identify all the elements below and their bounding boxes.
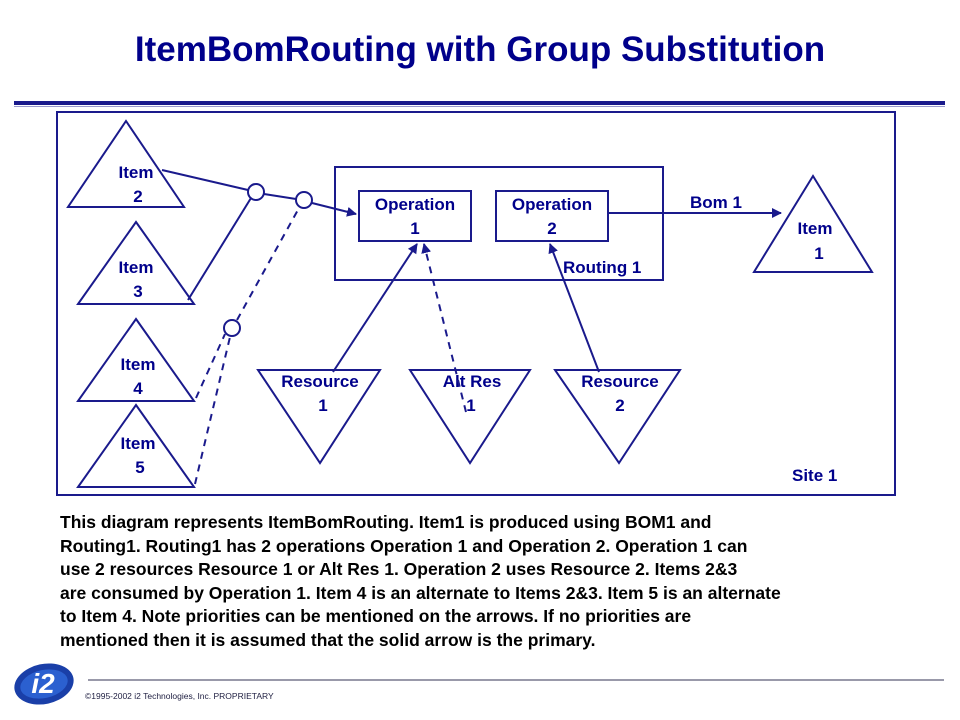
description-line: This diagram represents ItemBomRouting. … (60, 512, 712, 532)
routing-box (334, 166, 664, 281)
footer-divider (88, 679, 944, 681)
item-2-label: Item (119, 163, 154, 182)
alt-res-1-number: 1 (466, 396, 475, 415)
item-5-label: Item (121, 434, 156, 453)
site-boundary (56, 111, 896, 496)
resource-2-arrow (548, 243, 600, 373)
operation-2-label: Operation (512, 195, 592, 214)
resource-1-label: Resource (281, 372, 358, 391)
description-line: Routing1. Routing1 has 2 operations Oper… (60, 535, 748, 556)
consume-arrow-operation-1 (311, 202, 357, 217)
item-1-triangle: Item 1 (752, 174, 874, 273)
item-4-number: 4 (133, 379, 143, 398)
item-1-label: Item (798, 219, 833, 238)
substitution-node (295, 191, 313, 209)
i2-logo-text: i2 (31, 668, 55, 699)
resource-2-triangle: Resource 2 (553, 369, 682, 465)
item-4-alternate-dashed (195, 333, 226, 399)
resource-2-number: 2 (615, 396, 624, 415)
resource-1-number: 1 (318, 396, 327, 415)
alt-res-1-label: Alt Res (443, 372, 502, 391)
operation-1-box: Operation 1 (358, 190, 472, 242)
item-4-label: Item (121, 355, 156, 374)
group-node-items-2-3 (247, 183, 265, 201)
description-line: use 2 resources Resource 1 or Alt Res 1.… (60, 559, 738, 579)
group-connector (263, 193, 297, 200)
title-divider (14, 101, 945, 105)
routing-label: Routing 1 (563, 258, 641, 277)
site-label: Site 1 (792, 466, 837, 485)
operation-2-number: 2 (547, 219, 556, 238)
copyright-text: ©1995-2002 i2 Technologies, Inc. PROPRIE… (85, 691, 274, 701)
operation-2-box: Operation 2 (495, 190, 609, 242)
item-3-label: Item (119, 258, 154, 277)
page-title: ItemBomRouting with Group Substitution (134, 30, 826, 69)
item-2-number: 2 (133, 187, 142, 206)
i2-logo: i2 (14, 663, 74, 705)
alt-res-1-triangle: Alt Res 1 (408, 369, 532, 465)
title-divider-shadow (14, 106, 945, 107)
description-line: are consumed by Operation 1. Item 4 is a… (60, 582, 781, 603)
item-2-triangle: Item 2 (66, 119, 186, 208)
resource-2-label: Resource (581, 372, 658, 391)
operation-1-number: 1 (410, 219, 419, 238)
resource-1-triangle: Resource 1 (256, 369, 382, 465)
item-5-alternate-dashed (194, 336, 231, 485)
diagram-description: This diagram represents ItemBomRouting. … (60, 511, 955, 652)
description-line: to Item 4. Note priorities can be mentio… (60, 606, 692, 626)
item-3-connector (187, 197, 252, 301)
alternate-node-item-4 (223, 319, 241, 337)
item-2-connector (161, 169, 249, 191)
alt-res-1-dashed-arrow (421, 243, 467, 413)
alternate-dashed-to-group (236, 207, 300, 321)
item-5-number: 5 (135, 458, 144, 477)
bom-1-label: Bom 1 (690, 193, 742, 212)
item-4-triangle: Item 4 (76, 317, 196, 402)
item-5-triangle: Item 5 (76, 403, 196, 488)
resource-1-arrow (332, 243, 418, 373)
item-1-number: 1 (814, 244, 823, 263)
item-3-triangle: Item 3 (76, 220, 196, 305)
item-3-number: 3 (133, 282, 142, 301)
operation-1-label: Operation (375, 195, 455, 214)
description-line: mentioned then it is assumed that the so… (60, 629, 596, 650)
